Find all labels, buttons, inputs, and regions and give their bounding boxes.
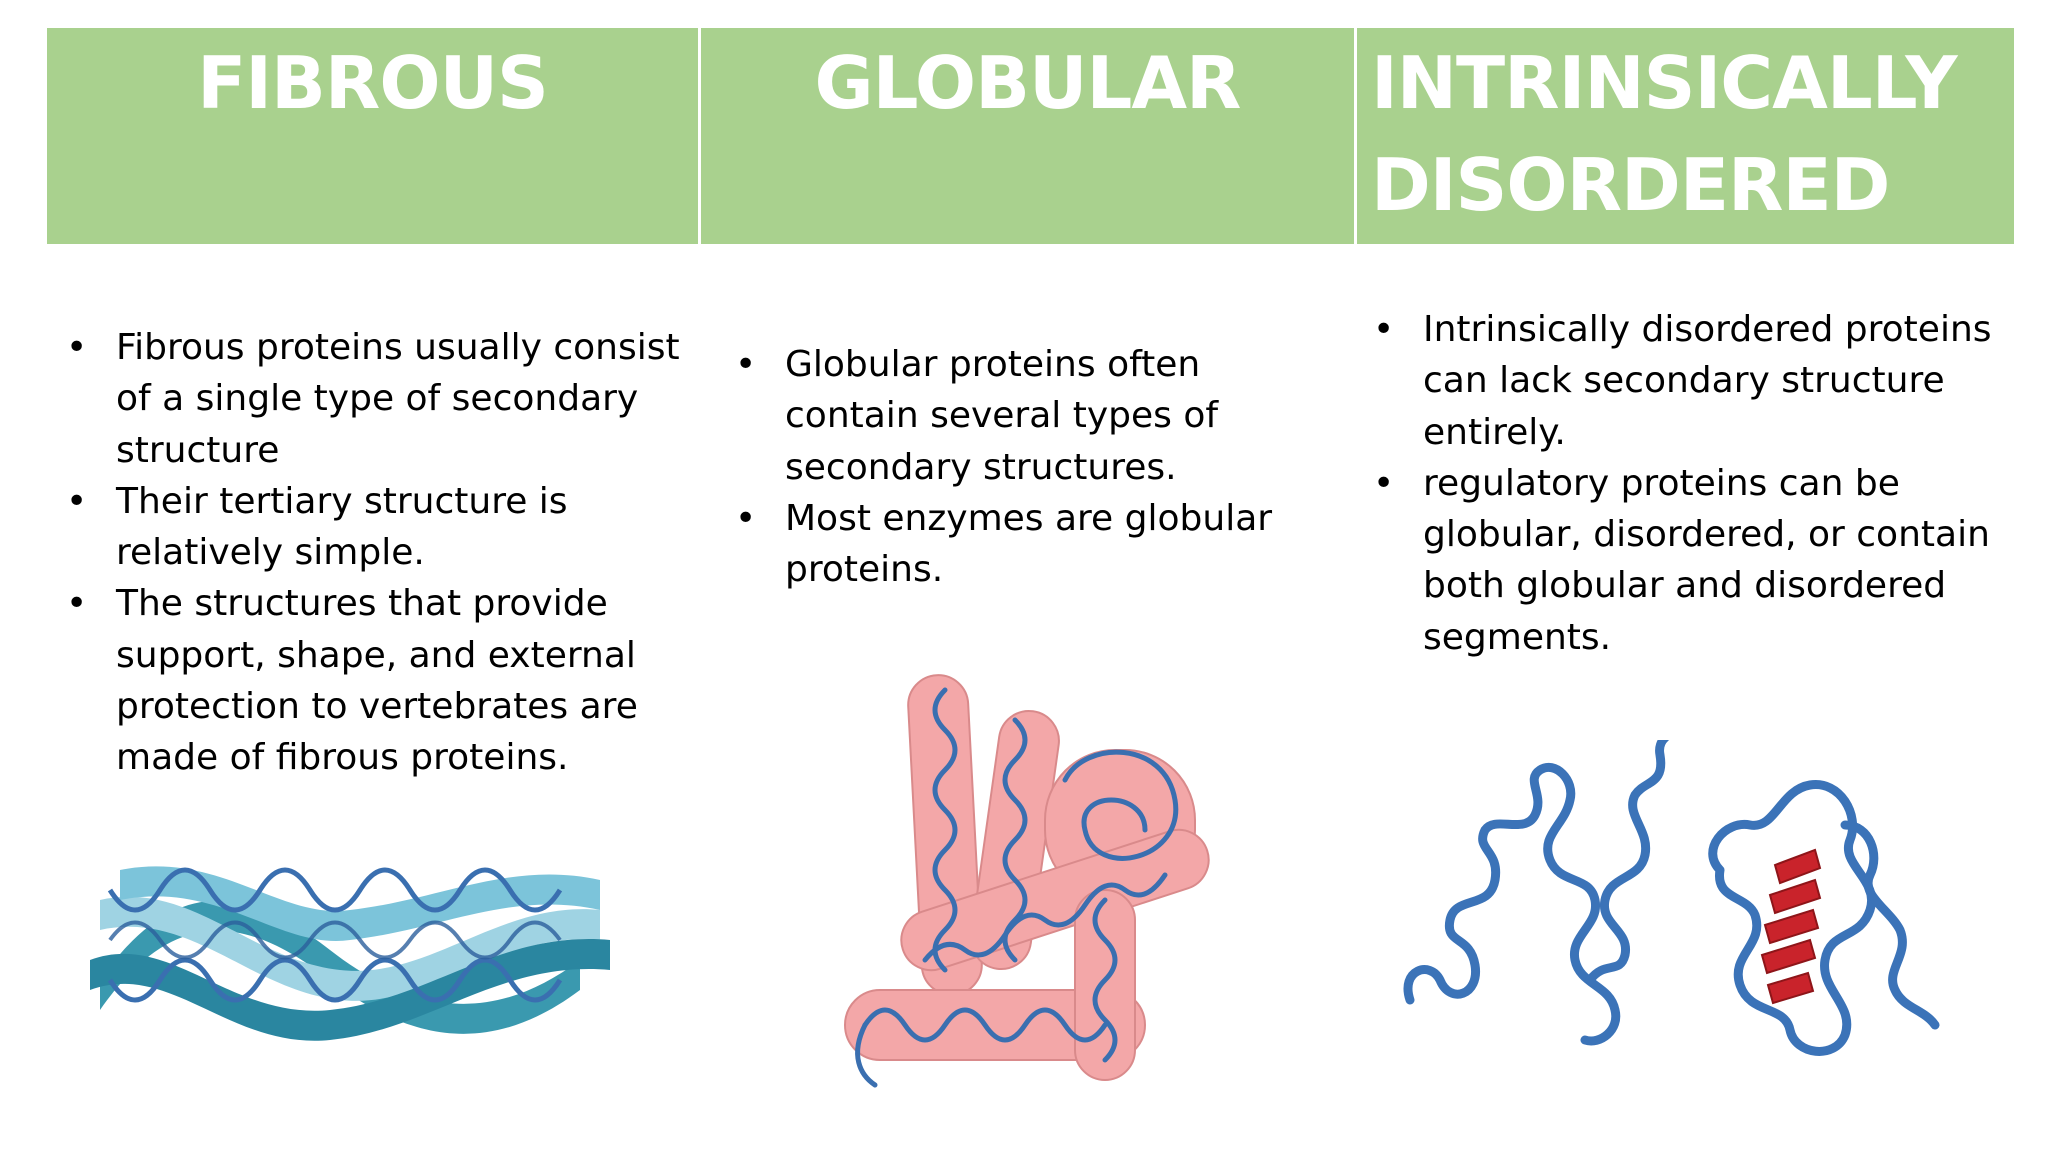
bullet-icon: • — [66, 327, 88, 368]
bullet-item: • Their tertiary structure is relatively … — [66, 476, 686, 579]
header-globular: GLOBULAR — [701, 28, 1357, 244]
globular-protein-illustration — [844, 674, 1210, 1088]
bullet-item: • Intrinsically disordered proteins can l… — [1373, 304, 1998, 458]
globular-bullet-list: • Globular proteins often contain several… — [735, 339, 1305, 596]
bullet-item: • Most enzymes are globular proteins. — [735, 493, 1305, 596]
header-row: FIBROUS GLOBULAR INTRINSICALLY DISORDERE… — [47, 28, 2014, 244]
header-fibrous: FIBROUS — [47, 28, 701, 244]
bullet-text: Most enzymes are globular proteins. — [785, 497, 1273, 591]
header-fibrous-line-1: FIBROUS — [197, 41, 549, 125]
bullet-icon: • — [66, 480, 88, 522]
bullet-icon: • — [735, 344, 757, 385]
bullet-item: • Globular proteins often contain several… — [735, 339, 1305, 493]
bullet-item: • The structures that provide support, sh… — [66, 578, 686, 783]
fibrous-description: • Fibrous proteins usually consist of a s… — [66, 322, 686, 784]
fibrous-protein-illustration — [90, 866, 610, 1041]
bullet-text: Intrinsically disordered proteins can la… — [1423, 309, 1992, 453]
header-disordered-line-1: INTRINSICALLY — [1371, 41, 1958, 125]
bullet-text: The structures that provide support, sha… — [116, 583, 638, 779]
bullet-icon: • — [735, 497, 757, 539]
disordered-description: • Intrinsically disordered proteins can l… — [1373, 304, 1998, 663]
bullet-text: Globular proteins often contain several … — [785, 344, 1219, 488]
fibrous-bullet-list: • Fibrous proteins usually consist of a s… — [66, 322, 686, 784]
globular-description: • Globular proteins often contain several… — [735, 339, 1305, 596]
bullet-text: regulatory proteins can be globular, dis… — [1423, 462, 1990, 658]
bullet-item: • regulatory proteins can be globular, di… — [1373, 458, 1998, 663]
bullet-text: Their tertiary structure is relatively s… — [116, 480, 568, 574]
bullet-icon: • — [1373, 309, 1395, 350]
bullet-icon: • — [1373, 462, 1395, 504]
header-disordered-line-2: DISORDERED — [1371, 143, 1890, 227]
header-intrinsically-disordered: INTRINSICALLY DISORDERED — [1357, 28, 2014, 244]
header-globular-line-1: GLOBULAR — [814, 41, 1241, 125]
bullet-item: • Fibrous proteins usually consist of a s… — [66, 322, 686, 476]
bullet-text: Fibrous proteins usually consist of a si… — [116, 327, 680, 471]
bullet-icon: • — [66, 583, 88, 625]
disordered-protein-illustration — [1403, 740, 1940, 1056]
disordered-bullet-list: • Intrinsically disordered proteins can l… — [1373, 304, 1998, 663]
